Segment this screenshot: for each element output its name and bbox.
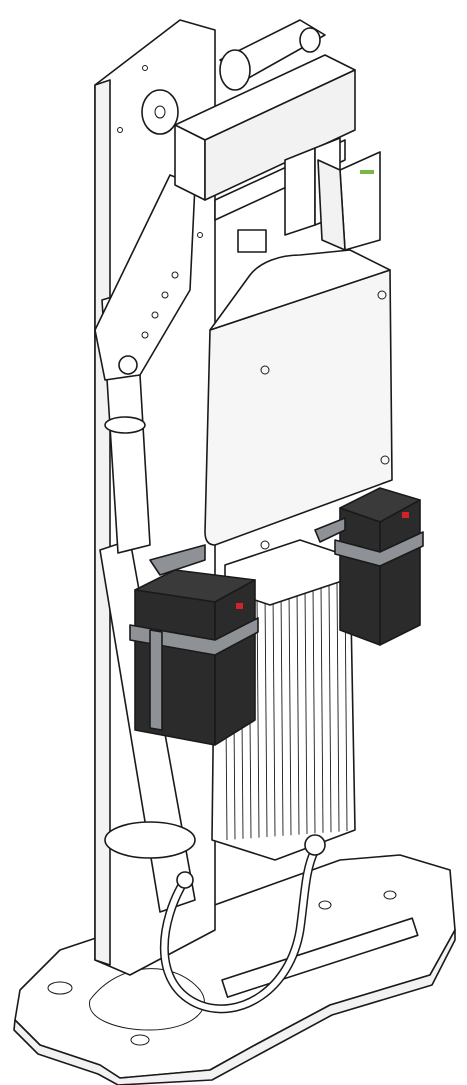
arm-pivot-bolt xyxy=(118,355,138,375)
heatsink-fin xyxy=(320,585,324,833)
psu-side xyxy=(317,159,346,251)
frame-plate-side xyxy=(94,79,111,966)
base-plate-edge xyxy=(13,929,456,1085)
bracket xyxy=(314,517,346,543)
pulley xyxy=(219,49,251,91)
motor-box-side xyxy=(204,69,356,201)
enclosure-screw xyxy=(380,455,390,465)
base-hole xyxy=(47,981,73,995)
battery-side-face xyxy=(214,579,256,746)
pulley xyxy=(299,27,321,53)
hose-tube-highlight xyxy=(161,847,318,1012)
base-plate xyxy=(13,854,456,1085)
heatsink-fin xyxy=(264,593,268,838)
heatsink-fin xyxy=(272,592,276,837)
battery-right xyxy=(334,487,424,646)
pulley xyxy=(141,89,179,135)
heatsink-fin xyxy=(304,587,308,835)
arm-hole xyxy=(171,271,179,279)
battery-strap xyxy=(334,531,424,567)
top-pulleys xyxy=(141,19,326,135)
battery-left xyxy=(129,569,259,746)
power-supply xyxy=(317,151,381,251)
hose-fitting xyxy=(304,834,326,856)
battery-side-face xyxy=(379,499,421,646)
base-bracket xyxy=(221,917,419,998)
heatsink-fin xyxy=(312,586,316,834)
support-brackets xyxy=(149,517,346,576)
psu-front xyxy=(339,151,381,251)
enclosure-screw xyxy=(260,540,270,550)
strut-boot xyxy=(104,416,146,434)
motor-housing xyxy=(174,54,356,201)
frame-hole xyxy=(142,65,148,71)
base-hole xyxy=(318,900,332,910)
psu-indicator xyxy=(360,170,374,174)
arm-hole xyxy=(141,331,149,339)
heatsink-fin xyxy=(336,583,340,832)
enclosure-front xyxy=(204,269,393,546)
battery-front-face xyxy=(134,589,216,746)
base-hole xyxy=(383,890,397,900)
heatsink-fin xyxy=(288,590,292,836)
enclosure-screw xyxy=(377,290,387,300)
battery-strap xyxy=(149,629,163,731)
battery-strap xyxy=(129,617,259,656)
base-plate-outline xyxy=(14,854,456,1079)
terminal-block xyxy=(237,229,267,253)
enclosure-top xyxy=(209,249,391,331)
battery-terminal-icon xyxy=(236,603,243,609)
strut-collar xyxy=(104,821,196,859)
arm-hole xyxy=(151,311,159,319)
heatsink-fin xyxy=(296,589,300,835)
frame-hole xyxy=(197,232,203,238)
base-hole xyxy=(130,1034,150,1046)
heatsink-fin xyxy=(256,595,260,838)
electronics-enclosure xyxy=(204,249,393,550)
heatsink-fin xyxy=(328,584,332,833)
battery-front-face xyxy=(339,507,381,646)
arm-plate xyxy=(94,174,196,381)
battery-terminal-icon xyxy=(402,512,409,518)
frame-hole xyxy=(117,127,123,133)
breaker-module xyxy=(284,147,316,236)
hose xyxy=(159,834,326,1014)
enclosure-screw xyxy=(260,365,270,375)
pulley-hub xyxy=(154,105,166,119)
arm-hole xyxy=(161,291,169,299)
hose-fitting xyxy=(176,871,194,889)
bracket xyxy=(149,544,206,576)
heatsink-fin xyxy=(280,591,284,836)
pivot-arm xyxy=(94,174,196,381)
